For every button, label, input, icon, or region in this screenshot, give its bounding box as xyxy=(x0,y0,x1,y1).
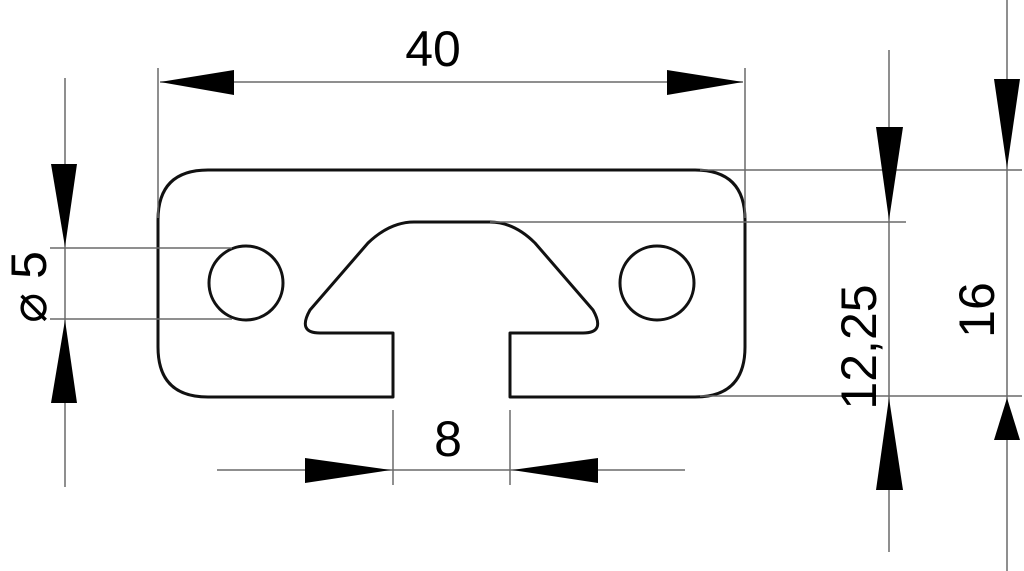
hole-diameter-dimension: ⌀ 5 xyxy=(1,78,232,487)
arrow-down-icon xyxy=(994,79,1020,168)
arrow-right-icon xyxy=(305,458,391,483)
arrow-up-icon xyxy=(51,320,77,403)
arrow-down-icon xyxy=(51,164,77,247)
hole-diameter-label: ⌀ 5 xyxy=(1,251,57,323)
width-label: 40 xyxy=(405,21,461,77)
arrow-down-icon xyxy=(876,127,903,220)
arrow-up-icon xyxy=(994,398,1020,440)
profile-outline xyxy=(156,168,747,399)
height-dimension: 16 xyxy=(949,0,1020,571)
arrow-left-icon xyxy=(512,458,598,483)
width-dimension: 40 xyxy=(157,21,746,218)
slot-width-label: 8 xyxy=(434,411,462,467)
arrow-up-icon xyxy=(876,398,903,490)
slot-width-dimension: 8 xyxy=(217,410,685,485)
right-mounting-hole xyxy=(618,244,696,322)
arrow-right-icon xyxy=(667,70,743,95)
left-mounting-hole xyxy=(207,244,285,322)
height-label: 16 xyxy=(949,282,1005,338)
profile-body xyxy=(156,168,747,399)
slot-depth-label: 12,25 xyxy=(831,284,887,409)
slot-depth-dimension: 12,25 xyxy=(490,50,1022,552)
arrow-left-icon xyxy=(160,70,234,95)
